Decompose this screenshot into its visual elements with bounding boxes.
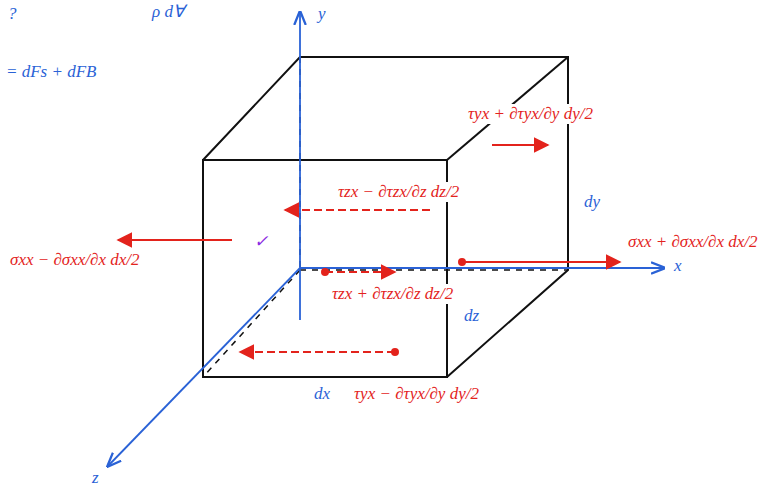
check-mark: ✓ <box>252 232 270 252</box>
stress-label: τyx − ∂τyx/∂y dy/2 <box>352 384 481 404</box>
stress-label: σxx + ∂σxx/∂x dx/2 <box>626 232 760 252</box>
dimension-label: dy <box>582 192 602 212</box>
stress-label: σxx − ∂σxx/∂x dx/2 <box>8 250 142 270</box>
stress-label: τzx + ∂τzx/∂z dz/2 <box>330 284 455 304</box>
stress-arrows <box>118 145 620 355</box>
force-sum: = dFs + dFB <box>4 62 98 82</box>
stress-label: τyx + ∂τyx/∂y dy/2 <box>466 104 595 124</box>
axis-label: z <box>90 468 101 488</box>
stress-label: τzx − ∂τzx/∂z dz/2 <box>336 182 461 202</box>
dimension-label: dx <box>312 384 332 404</box>
axis-label: x <box>672 256 684 276</box>
axis-label: y <box>316 4 328 24</box>
mass-term: ρ d∀ <box>150 2 187 22</box>
dimension-label: dz <box>462 306 481 326</box>
note-mark: ? <box>6 4 19 24</box>
axes <box>108 12 664 466</box>
